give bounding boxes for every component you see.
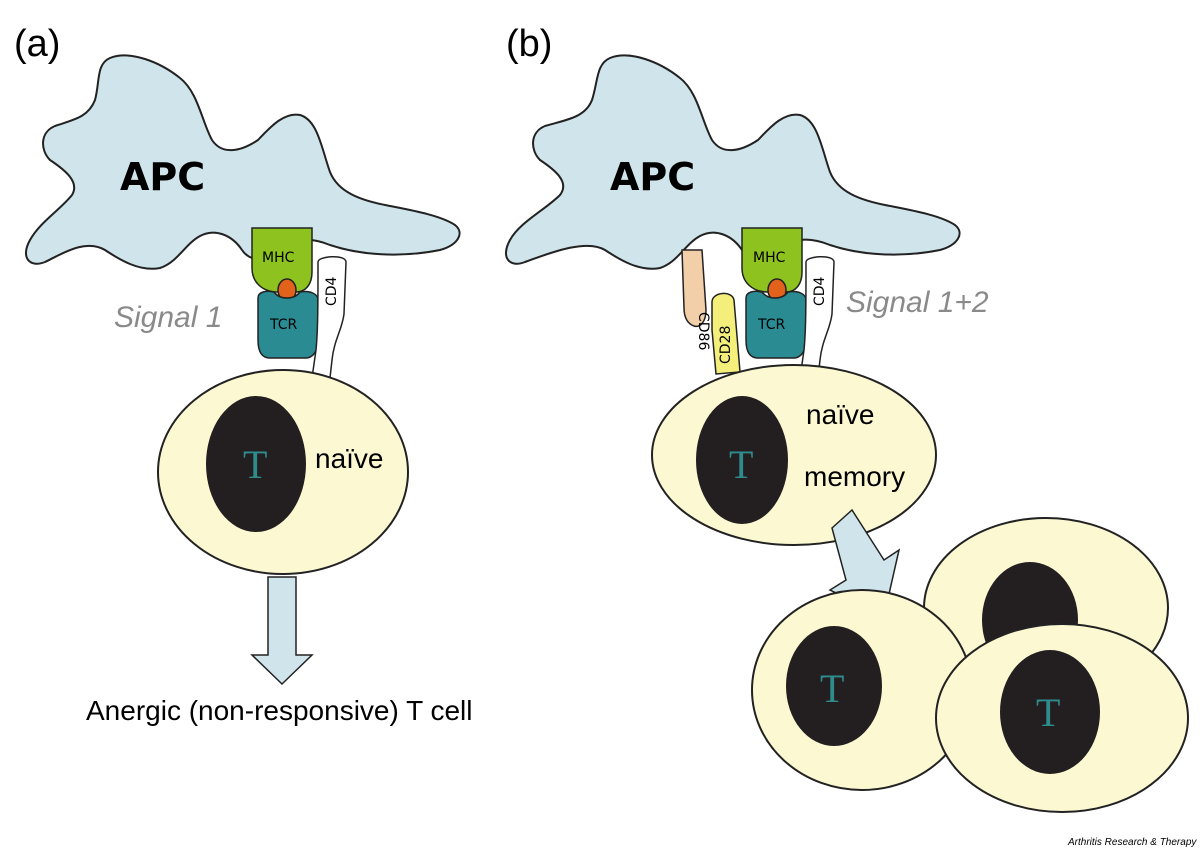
panel-b-daughter-nucleus-front [1000, 650, 1100, 774]
panel-b: (b) APC CD86 CD28 MHC TCR CD4 Signal 1+2… [505, 23, 1189, 813]
panel-a-down-arrow [250, 576, 314, 686]
panel-b-t-letter: T [729, 442, 753, 487]
panel-b-tcr [745, 290, 807, 359]
panel-b-cd86-label: CD86 [695, 312, 711, 350]
panel-a-apc-cell [25, 54, 461, 270]
panel-a-tcr [257, 290, 319, 359]
panel-b-state-naive: naïve [806, 399, 875, 430]
panel-b-cd4-label: CD4 [812, 276, 828, 306]
panel-b-cd28 [711, 292, 741, 375]
panel-a-signal-label: Signal 1 [114, 301, 222, 334]
panel-b-daughter-letter-front: T [1036, 690, 1060, 735]
panel-a-apc-label: APC [120, 155, 205, 199]
panel-a-t-letter: T [243, 442, 267, 487]
panel-a-mhc-label: MHC [262, 250, 295, 266]
panel-b-mhc-label: MHC [753, 250, 786, 266]
panel-b-daughter-nucleus-left [786, 626, 882, 746]
panel-a-nucleus [206, 396, 306, 532]
panel-a-tcr-label: TCR [269, 317, 298, 333]
panel-b-state-memory: memory [804, 461, 905, 492]
panel-b-apc-label: APC [610, 155, 695, 199]
panel-a-cd4 [311, 256, 347, 379]
panel-b-apc-cell [505, 54, 961, 270]
panel-a-outcome: Anergic (non-responsive) T cell [86, 695, 472, 726]
panel-b-cd4 [799, 256, 835, 379]
panel-a-cd4-label: CD4 [324, 276, 340, 306]
panel-b-cd86 [681, 249, 707, 328]
credit-text: Arthritis Research & Therapy [1067, 837, 1197, 848]
panel-b-daughter-letter-left: T [820, 666, 844, 711]
panel-b-cd28-label: CD28 [718, 326, 734, 364]
panel-a: (a) APC MHC TCR CD4 Signal 1 T naïve Ane… [14, 23, 472, 726]
panel-b-t-cell [651, 364, 937, 546]
panel-b-tcr-label: TCR [757, 317, 786, 333]
panel-a-label: (a) [14, 23, 60, 65]
panel-b-diagonal-arrow [828, 508, 901, 618]
panel-a-cell-state: naïve [315, 443, 384, 474]
panel-b-nucleus [696, 396, 788, 524]
panel-b-label: (b) [506, 23, 552, 65]
panel-b-signal-label: Signal 1+2 [846, 286, 989, 319]
